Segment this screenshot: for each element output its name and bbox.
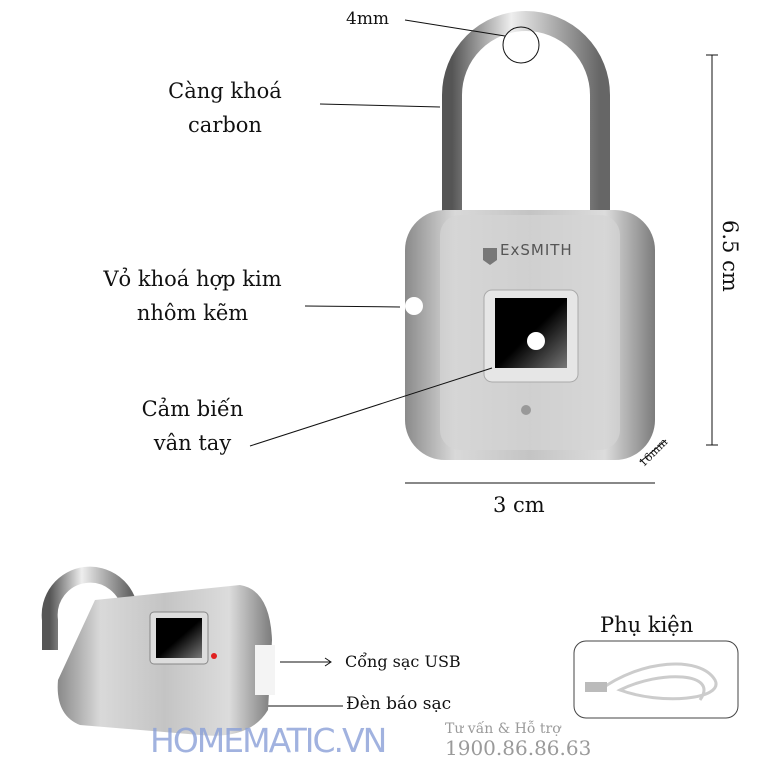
usb-port-label: Cổng sạc USB [345,652,461,671]
brand-logo: ExSMITH [500,241,573,259]
body-label-line2: nhôm kẽm [136,301,249,325]
sensor-label-line2: vân tay [153,431,232,455]
shackle-label-line2: carbon [188,113,262,137]
shackle [442,11,610,215]
watermark-support: Tư vấn & Hỗ trợ [445,721,561,737]
shield-logo-icon [483,248,497,265]
width-dimension: 3 cm [493,493,545,517]
height-dimension: 6.5 cm [718,220,742,292]
led-indicator [521,405,531,415]
shackle-thickness: 4mm [346,9,390,29]
accessories-title: Phụ kiện [600,613,694,637]
body-label: Vỏ khoá hợp kim nhôm kẽm [80,262,305,330]
sensor-label-line1: Cảm biến [141,397,244,421]
body-label-line1: Vỏ khoá hợp kim [103,267,282,291]
watermark-hotline: 1900.86.86.63 [445,736,592,760]
shackle-label-line1: Càng khoá [168,79,282,103]
charge-led-label: Đèn báo sạc [346,694,452,714]
fingerprint-sensor [495,298,567,368]
thickness-marker [502,26,540,64]
sensor-label: Cảm biến vân tay [125,392,260,460]
usb-cable [599,662,718,701]
watermark-logo: HOMEMATIC.VN [150,721,387,760]
shackle-label: Càng khoá carbon [150,74,300,142]
